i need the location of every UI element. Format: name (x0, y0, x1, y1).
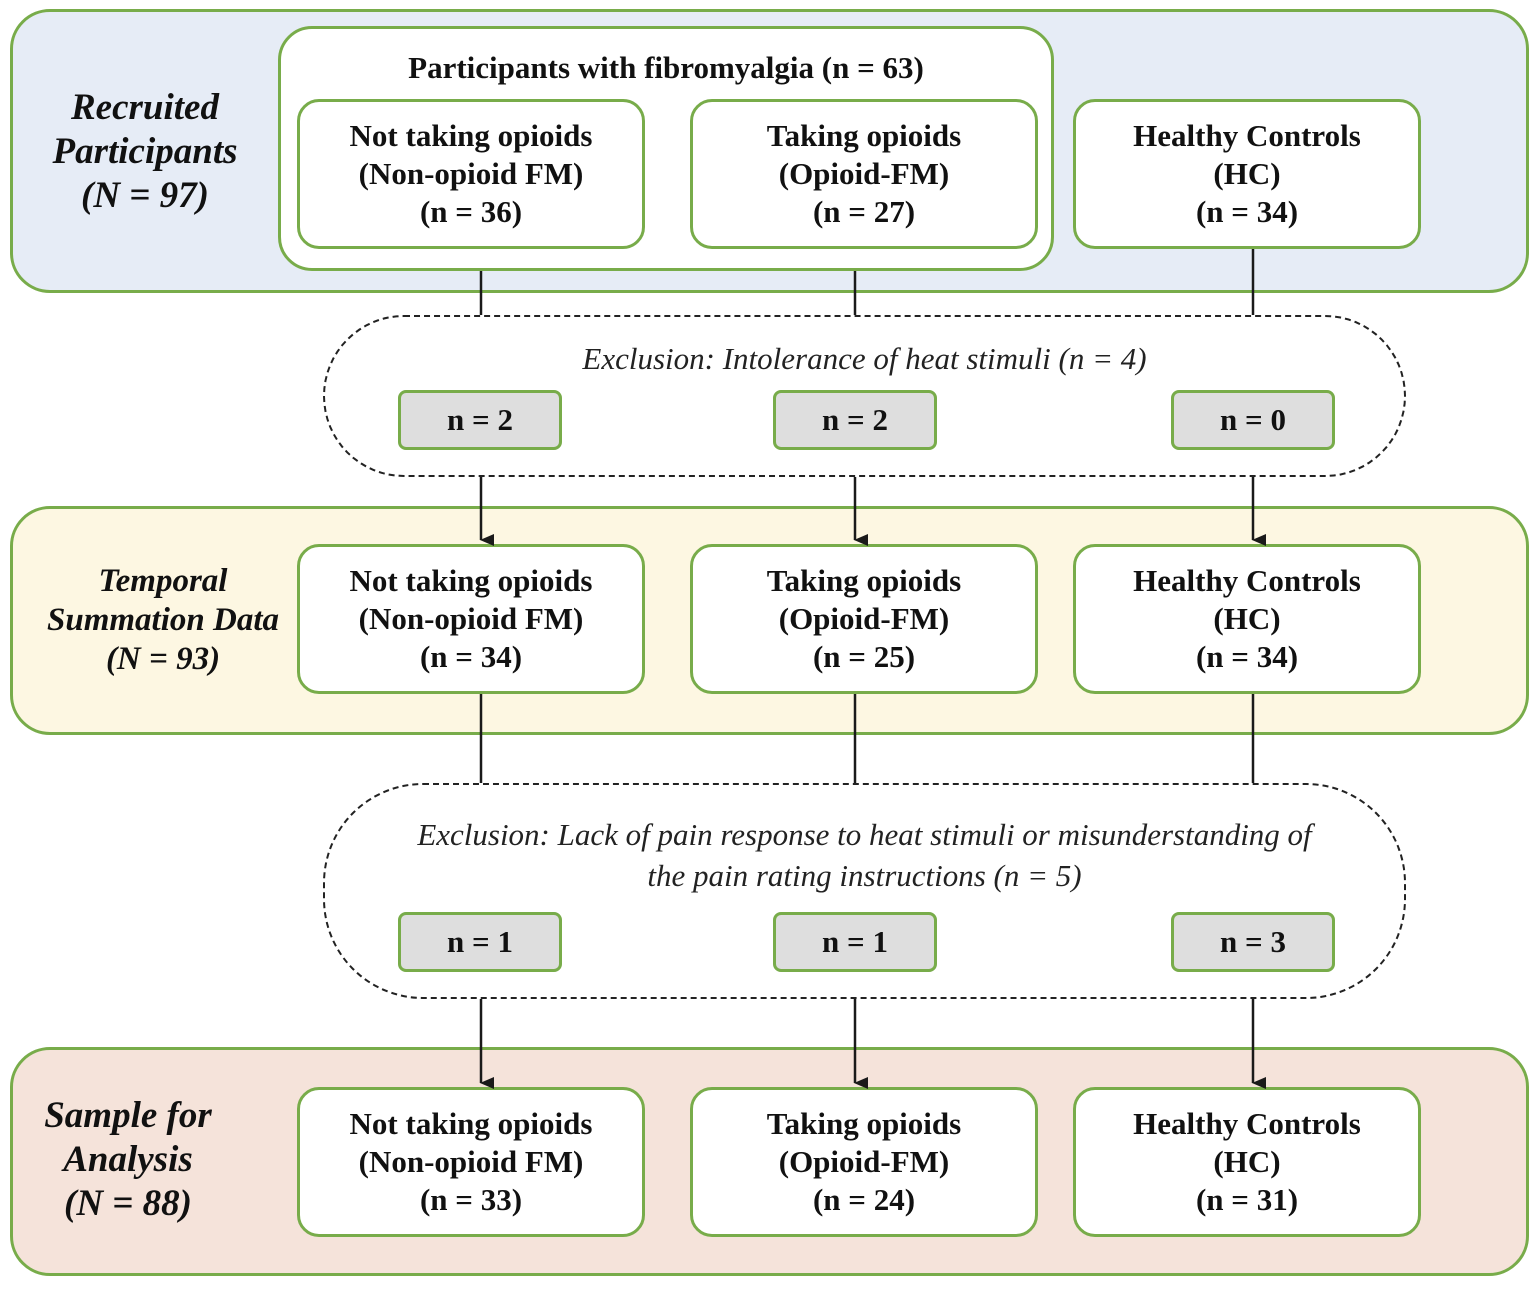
group-name: Not taking opioids (349, 563, 593, 598)
sample-hc-box: Healthy Controls (HC) (n = 31) (1073, 1087, 1421, 1237)
group-count: (n = 34) (1195, 639, 1299, 674)
group-count: (n = 24) (812, 1182, 916, 1217)
exclusion-text-line: Exclusion: Lack of pain response to heat… (417, 817, 1312, 852)
group-abbrev: (Non-opioid FM) (358, 601, 584, 636)
exclusion2-hc-count: n = 3 (1171, 912, 1335, 972)
exclusion-pain-response (323, 783, 1406, 999)
stage-label-line: Analysis (63, 1139, 193, 1180)
exclusion1-nonopioid-count: n = 2 (398, 390, 562, 450)
group-count: (n = 34) (419, 639, 523, 674)
temporal-nonopioid-box: Not taking opioids (Non-opioid FM) (n = … (297, 544, 645, 694)
stage-label-line: (N = 88) (64, 1183, 192, 1224)
group-name: Taking opioids (766, 563, 962, 598)
group-name: Taking opioids (766, 1106, 962, 1141)
stage-label-line: Temporal (98, 563, 228, 599)
exclusion-heat-intolerance (323, 315, 1406, 477)
group-count: (n = 31) (1195, 1182, 1299, 1217)
group-name: Healthy Controls (1133, 563, 1361, 598)
exclusion-text-line: the pain rating instructions (n = 5) (647, 858, 1082, 893)
recruited-nonopioid-box: Not taking opioids (Non-opioid FM) (n = … (297, 99, 645, 249)
recruited-label: Recruited Participants (N = 97) (30, 86, 260, 218)
group-abbrev: (Opioid-FM) (778, 601, 950, 636)
temporal-summation-label: Temporal Summation Data (N = 93) (28, 562, 298, 679)
group-abbrev: (HC) (1213, 1144, 1281, 1179)
exclusion-pain-response-text: Exclusion: Lack of pain response to heat… (323, 814, 1406, 896)
group-name: Taking opioids (766, 118, 962, 153)
stage-label-line: (N = 93) (105, 641, 221, 677)
group-count: (n = 27) (812, 194, 916, 229)
recruited-hc-box: Healthy Controls (HC) (n = 34) (1073, 99, 1421, 249)
fibromyalgia-group-title: Participants with fibromyalgia (n = 63) (408, 50, 924, 85)
group-abbrev: (Opioid-FM) (778, 156, 950, 191)
stage-label-line: Sample for (44, 1095, 212, 1136)
stage-label-line: Participants (52, 131, 238, 172)
group-name: Healthy Controls (1133, 1106, 1361, 1141)
group-abbrev: (HC) (1213, 156, 1281, 191)
exclusion1-hc-count: n = 0 (1171, 390, 1335, 450)
stage-label-line: (N = 97) (81, 175, 209, 216)
group-abbrev: (Non-opioid FM) (358, 156, 584, 191)
temporal-hc-box: Healthy Controls (HC) (n = 34) (1073, 544, 1421, 694)
exclusion-heat-intolerance-text: Exclusion: Intolerance of heat stimuli (… (582, 341, 1147, 376)
group-abbrev: (Opioid-FM) (778, 1144, 950, 1179)
recruited-opioid-box: Taking opioids (Opioid-FM) (n = 27) (690, 99, 1038, 249)
sample-for-analysis-label: Sample for Analysis (N = 88) (18, 1094, 238, 1226)
stage-label-line: Recruited (71, 87, 219, 128)
sample-nonopioid-box: Not taking opioids (Non-opioid FM) (n = … (297, 1087, 645, 1237)
stage-label-line: Summation Data (47, 602, 279, 638)
group-abbrev: (Non-opioid FM) (358, 1144, 584, 1179)
exclusion1-opioid-count: n = 2 (773, 390, 937, 450)
temporal-opioid-box: Taking opioids (Opioid-FM) (n = 25) (690, 544, 1038, 694)
group-count: (n = 25) (812, 639, 916, 674)
group-count: (n = 33) (419, 1182, 523, 1217)
group-name: Not taking opioids (349, 1106, 593, 1141)
group-abbrev: (HC) (1213, 601, 1281, 636)
group-count: (n = 36) (419, 194, 523, 229)
group-count: (n = 34) (1195, 194, 1299, 229)
group-name: Healthy Controls (1133, 118, 1361, 153)
group-name: Not taking opioids (349, 118, 593, 153)
exclusion2-opioid-count: n = 1 (773, 912, 937, 972)
exclusion2-nonopioid-count: n = 1 (398, 912, 562, 972)
